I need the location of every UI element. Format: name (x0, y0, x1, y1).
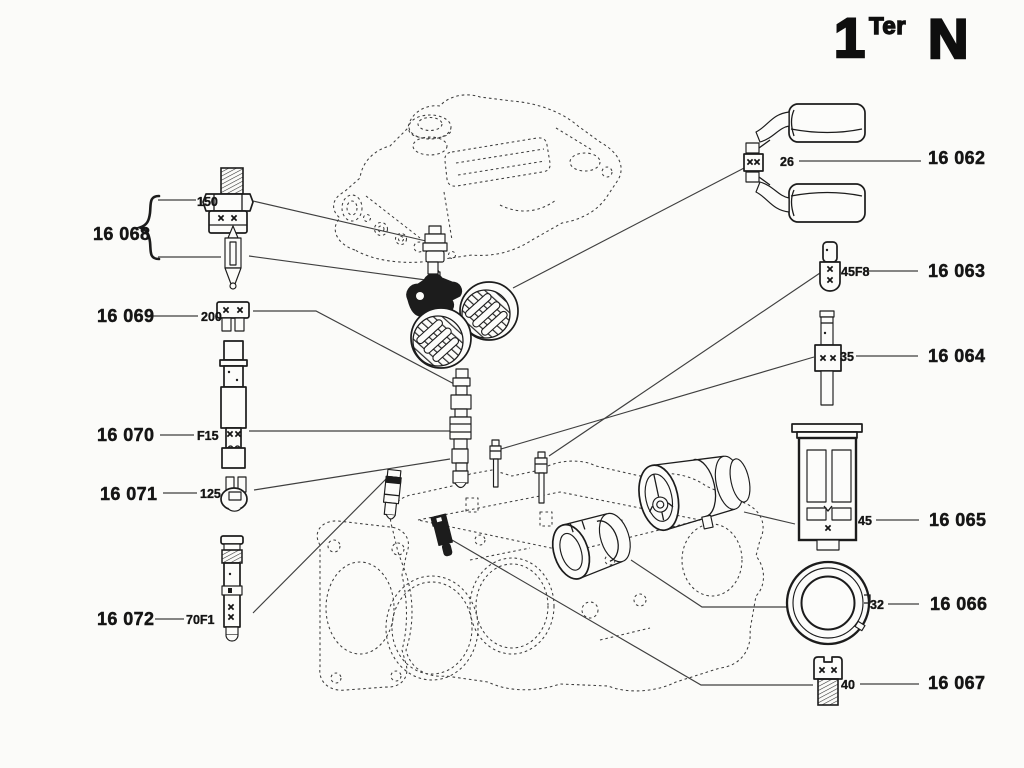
brace-16-068 (136, 194, 161, 261)
code-26: 26 (780, 155, 794, 169)
code-40: 40 (841, 678, 855, 692)
float-assembly-drawing (406, 261, 519, 369)
ref-16065: 16 065 (929, 510, 986, 530)
float-pair-part-drawing (743, 103, 866, 223)
title-number: 1 (834, 6, 865, 69)
auxiliary-venturi-drawing (638, 455, 751, 532)
idle-jet-125-drawing (220, 476, 248, 512)
emulsion-tube-f15-drawing (219, 340, 248, 469)
pump-piston-45-drawing (791, 423, 863, 551)
ref-16069: 16 069 (97, 306, 154, 326)
ref-16066: 16 066 (930, 594, 987, 614)
leader-lines (152, 160, 921, 686)
jet-installed-in-body-drawing (430, 513, 453, 557)
code-70f1: 70F1 (186, 613, 215, 627)
needle-drawing (224, 225, 242, 290)
code-200: 200 (201, 310, 222, 324)
plate-title: 1 Ter N (833, 5, 970, 72)
ref-16070: 16 070 (97, 425, 154, 445)
venturi-ring-32-drawing (785, 560, 871, 646)
jet-drawing-b (534, 451, 548, 504)
screw-jet-40-drawing (813, 656, 843, 706)
code-150: 150 (197, 195, 218, 209)
ref-16064: 16 064 (928, 346, 985, 366)
needle-seat-150-drawing (202, 167, 254, 234)
code-125: 125 (200, 487, 221, 501)
right-reference-labels: 16 062 16 063 16 064 16 065 16 066 16 06… (780, 148, 987, 693)
ref-16063: 16 063 (928, 261, 985, 281)
ref-16068: 16 068 (93, 224, 150, 244)
emulsion-tube-stack-drawing (449, 368, 472, 489)
jet-45f8-drawing (819, 241, 841, 292)
code-35: 35 (840, 350, 854, 364)
venturi-sleeve-drawing (551, 512, 631, 580)
code-45: 45 (858, 514, 872, 528)
jet-drawing-a (489, 439, 502, 488)
title-exponent: Ter (869, 13, 906, 40)
ref-16067: 16 067 (928, 673, 985, 693)
ref-16072: 16 072 (97, 609, 154, 629)
left-reference-labels: 16 068 16 069 16 070 16 071 16 072 150 2… (93, 195, 222, 629)
code-45f8: 45F8 (841, 265, 870, 279)
carburetor-cover-phantom-drawing (333, 94, 622, 263)
jet-200-drawing (216, 301, 250, 332)
pump-jet-70f1-drawing (220, 535, 244, 642)
ref-16062: 16 062 (928, 148, 985, 168)
code-f15: F15 (197, 429, 219, 443)
pump-jet-installed-drawing (382, 468, 402, 520)
tube-35-drawing (814, 310, 842, 406)
title-series: N (928, 7, 968, 70)
code-32: 32 (870, 598, 884, 612)
ref-16071: 16 071 (100, 484, 157, 504)
